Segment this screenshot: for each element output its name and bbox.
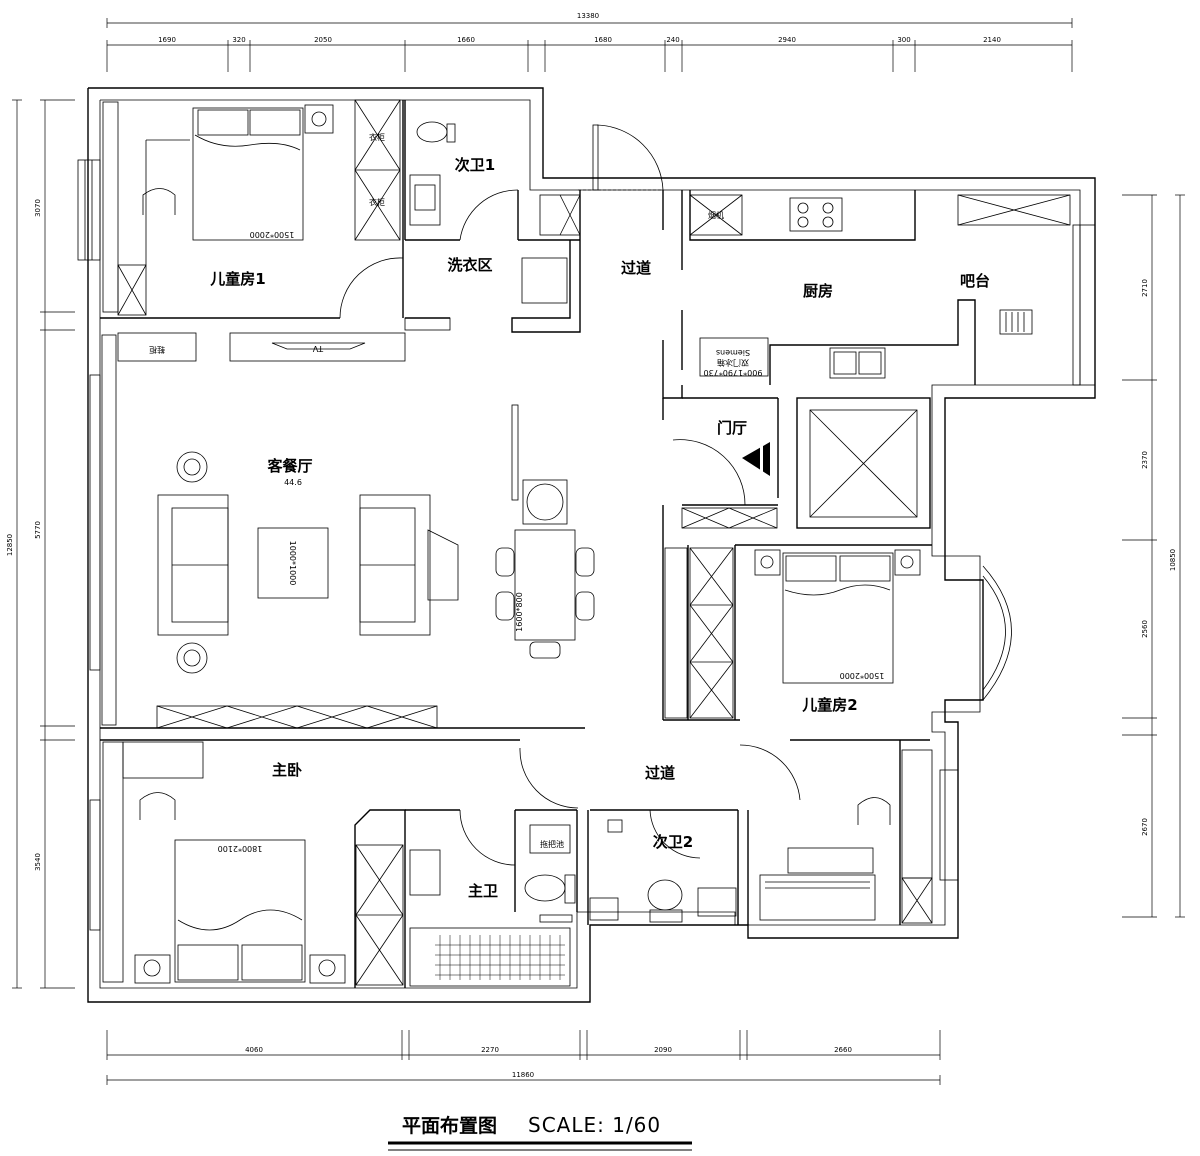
room-label-bathroom-2: 次卫1 <box>455 156 495 174</box>
room-label-corridor-top: 过道 <box>621 259 651 277</box>
dim-top-5: 1680 <box>594 36 612 44</box>
doors <box>339 124 801 866</box>
bath-fixtures <box>409 121 737 987</box>
dim-right-total: 10850 <box>1169 549 1177 571</box>
bottom-dimensions: 4060 2270 2090 2660 11860 <box>106 1030 941 1085</box>
dim-left-total: 12850 <box>6 534 14 556</box>
label-wardrobe-1: 衣柜 <box>369 132 385 142</box>
room-label-foyer: 门厅 <box>717 419 747 437</box>
room-labels: 儿童房1 次卫1 洗衣区 过道 厨房 吧台 客餐厅 44.6 门厅 儿童房2 主… <box>209 156 990 900</box>
room-label-kids-room-2: 儿童房2 <box>801 696 857 714</box>
room-label-bathroom-3: 次卫2 <box>653 833 693 851</box>
label-bed-kids1: 1500*2000 <box>250 230 295 239</box>
top-dimensions: 13380 1690 320 2050 1660 1680 240 2940 3… <box>106 12 1073 72</box>
dim-right-3: 2560 <box>1141 620 1149 638</box>
dim-right-1: 2710 <box>1141 279 1149 297</box>
furniture <box>134 104 921 984</box>
dim-bottom-4: 2660 <box>834 1046 852 1054</box>
left-dimensions: 12850 3070 5770 3540 <box>6 99 75 989</box>
furniture-labels: 1500*2000 1500*2000 1800*2100 1000*1000 … <box>149 132 884 853</box>
label-hood: 烟机 <box>708 210 724 220</box>
dim-top-7: 2940 <box>778 36 796 44</box>
dim-bottom-1: 4060 <box>245 1046 263 1054</box>
dim-top-6: 240 <box>666 36 679 44</box>
dim-top-8: 300 <box>897 36 910 44</box>
dim-bottom-total: 11860 <box>512 1071 534 1079</box>
room-label-living-dining: 客餐厅 <box>266 457 312 475</box>
label-bed-kids2: 1500*2000 <box>840 671 885 680</box>
right-dimensions: 10850 2710 2370 2560 2670 <box>1122 194 1185 918</box>
dim-left-3: 3540 <box>34 853 42 871</box>
dim-right-4: 2670 <box>1141 818 1149 836</box>
room-label-corridor-bottom: 过道 <box>645 764 675 782</box>
label-mop-sink: 拖把池 <box>540 839 564 849</box>
label-fridge-brand: Siemens <box>716 348 750 357</box>
room-label-kids-room-1: 儿童房1 <box>209 270 265 288</box>
title-block: 平面布置图 SCALE: 1/60 <box>388 1113 692 1151</box>
room-label-bar: 吧台 <box>960 272 990 290</box>
dim-top-2: 320 <box>232 36 245 44</box>
label-coffee-table: 1000*1000 <box>288 541 297 586</box>
label-fridge-type: 双门冰箱 <box>717 358 749 368</box>
outer-walls <box>77 87 1096 1003</box>
label-tv: TV <box>312 344 324 353</box>
dim-left-1: 3070 <box>34 199 42 217</box>
room-label-master-bedroom: 主卧 <box>272 761 302 779</box>
label-wardrobe-2: 衣柜 <box>369 197 385 207</box>
dim-top-1: 1690 <box>158 36 176 44</box>
plan-scale: SCALE: 1/60 <box>528 1113 661 1137</box>
label-fridge-size: 900*1790*730 <box>704 368 763 377</box>
cabinets <box>101 99 933 986</box>
label-dining-table: 1600*800 <box>515 592 524 632</box>
label-shoe-cabinet: 鞋柜 <box>149 345 165 355</box>
room-label-master-bath: 主卫 <box>468 882 498 900</box>
interior-walls <box>100 100 976 988</box>
dim-right-2: 2370 <box>1141 451 1149 469</box>
dim-top-4: 1660 <box>457 36 475 44</box>
kitchen-fixtures <box>689 194 1071 379</box>
dim-left-2: 5770 <box>34 521 42 539</box>
label-bed-master: 1800*2100 <box>218 844 263 853</box>
room-label-laundry: 洗衣区 <box>447 256 492 274</box>
dim-top-total: 13380 <box>577 12 599 20</box>
living-area-value: 44.6 <box>284 478 302 487</box>
dim-bottom-3: 2090 <box>654 1046 672 1054</box>
dim-top-9: 2140 <box>983 36 1001 44</box>
room-label-kitchen: 厨房 <box>803 282 833 300</box>
plan-title: 平面布置图 <box>402 1114 497 1137</box>
dim-top-3: 2050 <box>314 36 332 44</box>
dim-bottom-2: 2270 <box>481 1046 499 1054</box>
